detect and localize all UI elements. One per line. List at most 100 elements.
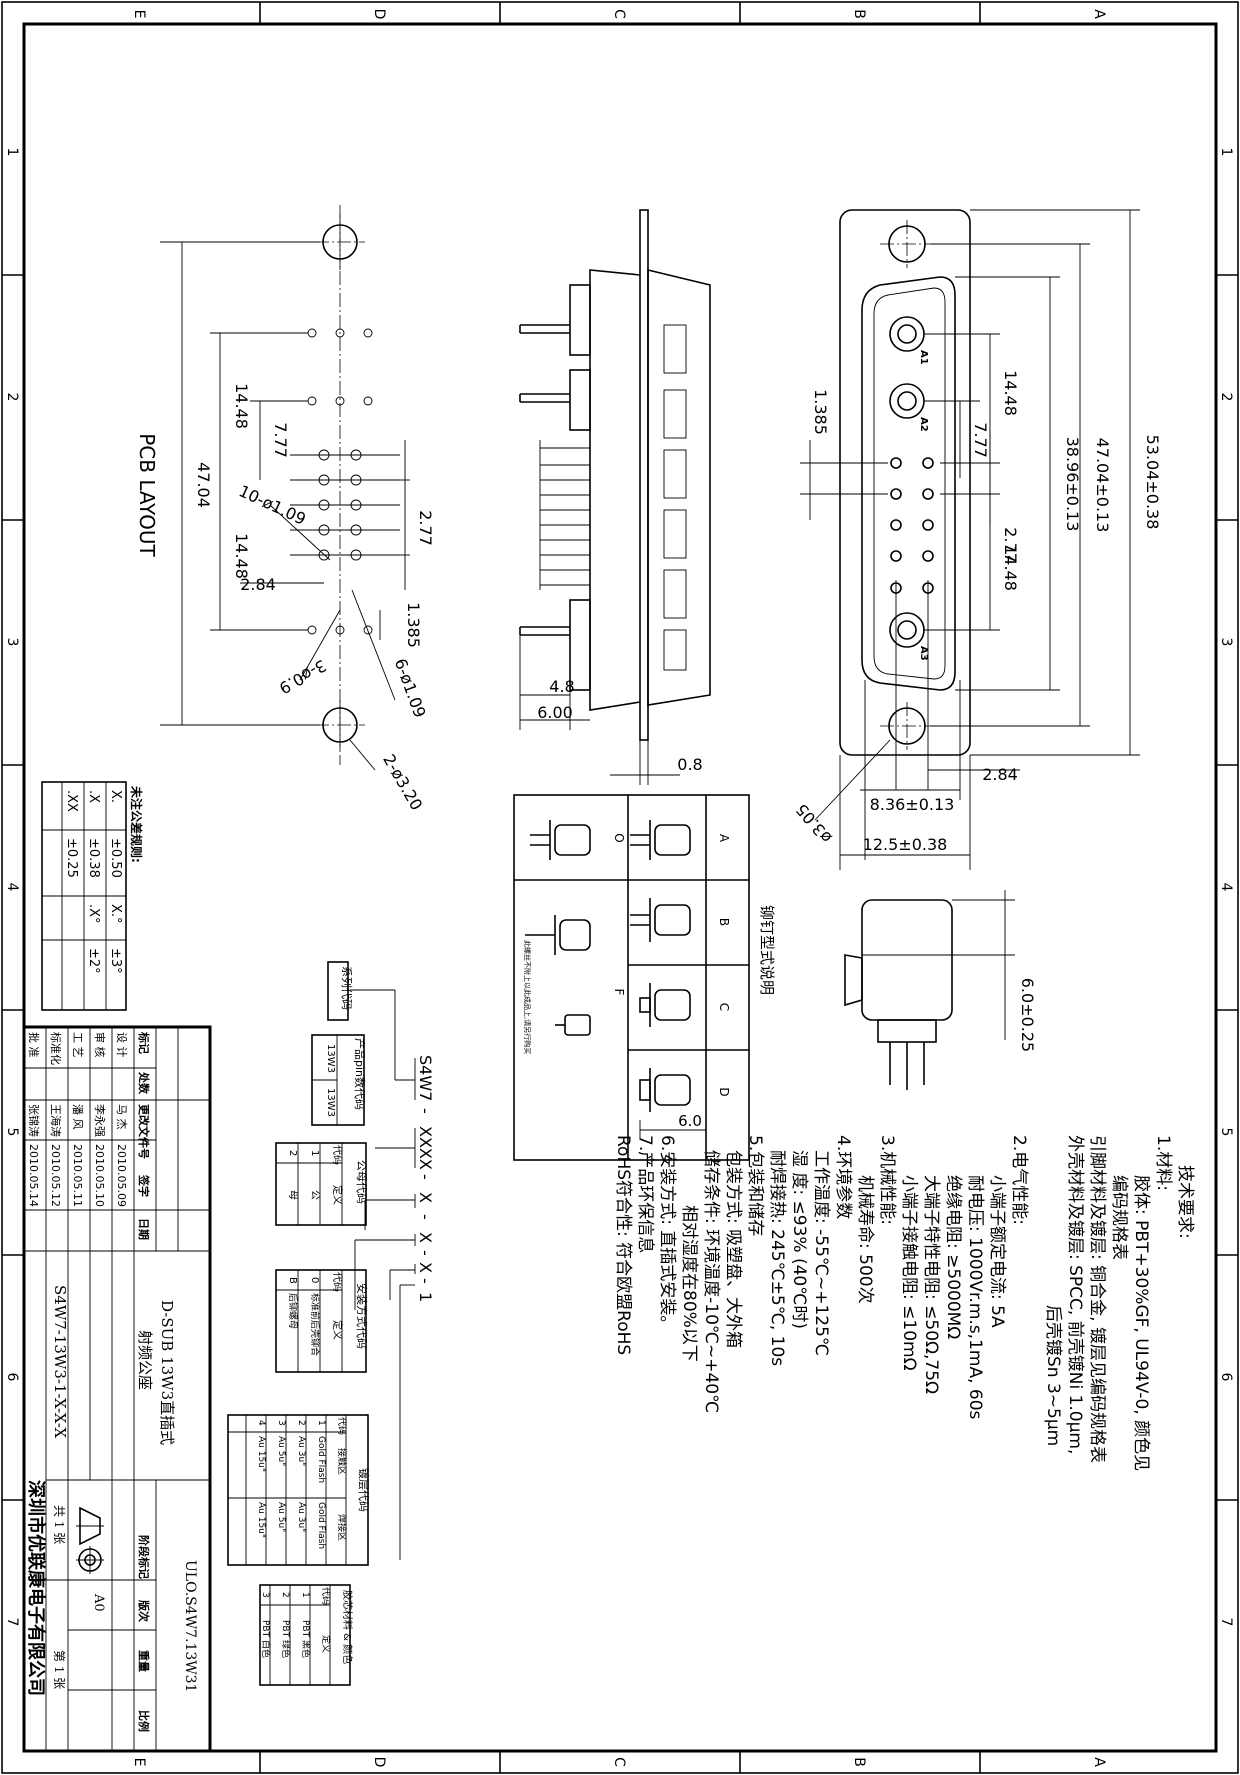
tech-line: 外壳材料及镀层: SPCC, 前壳镀Ni 1.0μm, (1065, 1135, 1085, 1454)
pin-cell: 13W3 (325, 1044, 336, 1073)
rivet-cell-label: F (612, 989, 626, 996)
model-number: S4W7-13W3-1-X-X-X (51, 1285, 69, 1438)
tech-line: 5.包装和储存 (745, 1135, 765, 1236)
tech-line: 胶体: PBT+30%GF, UL94V-0, 颜色见 (1131, 1175, 1151, 1471)
signoff-date: 2010.05.09 (115, 1144, 128, 1207)
rivet-cell-label: D (717, 1087, 731, 1096)
gender-code-table: 公母代码 代码 定义 1 公 2 母 (275, 1142, 368, 1226)
zone-letter-bottom: D (371, 1757, 387, 1768)
dim-label: 12.5±0.38 (863, 835, 948, 854)
colour-title: 胶芯材料 & 颜色 (341, 1590, 354, 1664)
zone-number-right: 4 (1218, 883, 1234, 892)
gender-title: 公母代码 (355, 1160, 368, 1204)
rivet-type-table: 铆钉型式说明 A B C D O F 此螺丝不附上以此成品上,请另行购买 6.0 (513, 794, 776, 1161)
plating-cell: Gold Flash (316, 1502, 326, 1549)
tech-line: 包装方式: 吸塑盘、大外箱 (723, 1150, 743, 1348)
dim-label: 1.385 (811, 389, 830, 435)
zone-number-left: 7 (4, 1618, 20, 1627)
series-code-box: 系列代码 (340, 966, 354, 1010)
zone-letter-top: E (131, 10, 147, 19)
dim-label: 14.48 (1001, 545, 1020, 591)
tech-line: 2.电气性能: (1009, 1135, 1029, 1225)
sheet-number: 第 1 张 (52, 1650, 66, 1689)
code-part: - (416, 1214, 435, 1220)
tech-line: 相对湿度在80%以下 (679, 1205, 699, 1362)
gender-cell: 1 (309, 1150, 320, 1156)
tech-line: 湿 度: ≤93% (40℃时) (789, 1150, 809, 1329)
tech-line: 3.机械性能: (877, 1135, 897, 1225)
signoff-name: 王海涛 (49, 1104, 63, 1137)
title-block-head: 处数 (137, 1071, 151, 1095)
rivet-cell-label: B (717, 918, 731, 926)
signoff-role: 工 艺 (71, 1032, 84, 1058)
tech-line: 大端子特性电阻: ≤50Ω,75Ω (921, 1175, 941, 1394)
colour-cell: PBT 黑色 (300, 1620, 312, 1658)
tolerance-cell: ±0.38 (86, 838, 101, 878)
colour-cell: 3 (260, 1592, 270, 1598)
rivet-cell-label: A (717, 834, 731, 843)
colour-cell: PBT 白色 (260, 1620, 272, 1658)
dim-label: 7.77 (971, 422, 990, 458)
code-scheme: S4W7 - XXXX - X - X - X - 1 系列代码 (227, 961, 435, 1686)
plating-cell: 4 (256, 1420, 266, 1426)
dim-label: 4.8 (549, 677, 574, 696)
plating-cell: Au 5u" (276, 1502, 286, 1532)
tech-line: 编码规格表 (1109, 1175, 1129, 1260)
pin-title: 产品pin数代码 (353, 1038, 367, 1110)
tech-line: 4.环境参数 (833, 1135, 853, 1219)
title-block-head: 标记 (137, 1031, 151, 1054)
gender-head: 代码 (331, 1145, 343, 1165)
rivet-cell-label: C (717, 1003, 731, 1011)
zone-number-right: 2 (1218, 393, 1234, 402)
dim-label: 3-ø0.9 (276, 656, 330, 698)
dim-label: 7.77 (271, 422, 290, 458)
tech-line: 工作温度: -55℃~+125℃ (811, 1150, 831, 1356)
title-block-head: 更改文件号 (137, 1104, 151, 1159)
dim-label: 14.48 (232, 383, 251, 429)
install-title: 安装方式代码 (355, 1283, 369, 1349)
sheets-total: 共 1 张 (52, 1505, 66, 1544)
zone-number-left: 6 (4, 1373, 20, 1382)
signoff-date: 2010.05.11 (71, 1144, 84, 1207)
tech-line: 引脚材料及镀层: 铜合金, 镀层见编码规格表 (1087, 1135, 1107, 1463)
zone-letter-bottom: B (851, 1757, 867, 1767)
code-part: - (416, 1174, 435, 1180)
dim-label: 6.0 (678, 1112, 702, 1130)
dim-label: 6.0±0.25 (1018, 978, 1037, 1052)
weight-label: 重量 (137, 1650, 151, 1672)
plating-code-table: 镀层代码 代码 接触区 焊接区 1 Gold Flash Gold Flash … (227, 1414, 371, 1566)
pcb-layout-view: PCB LAYOUT 47.04 (135, 205, 435, 814)
plating-head: 代码 (336, 1417, 347, 1435)
dim-label: 2.77 (416, 510, 435, 546)
tolerance-cell: ±0.50 (108, 838, 123, 878)
dim-label: 47.04 (194, 462, 213, 508)
colour-cell: 1 (300, 1592, 310, 1598)
dim-label: 47.04±0.13 (1093, 438, 1112, 533)
plating-title: 镀层代码 (357, 1468, 371, 1512)
dim-label: 2.84 (982, 765, 1018, 784)
signoff-role: 审 核 (93, 1032, 107, 1058)
code-part: - (416, 1108, 435, 1114)
code-part: X (416, 1232, 435, 1243)
dim-label: 14.48 (1001, 370, 1020, 416)
zone-number-right: 7 (1218, 1618, 1234, 1627)
zone-number-right: 6 (1218, 1373, 1234, 1382)
pin-cell: 13W3 (325, 1088, 336, 1117)
tolerance-cell: ±0.25 (64, 838, 79, 878)
plating-cell: 3 (276, 1420, 286, 1426)
rivet-cell-label: O (612, 833, 626, 842)
contact-label: A3 (918, 646, 929, 661)
zone-number-left: 5 (4, 1128, 20, 1137)
dim-label: ø3.05 (792, 800, 836, 847)
tech-line: 储存条件: 环境温度-10℃~+40℃ (701, 1150, 721, 1413)
tolerance-cell: X.° (108, 904, 123, 924)
pin-code-table: 产品pin数代码 13W3 13W3 (311, 1034, 367, 1126)
zone-number-left: 3 (4, 638, 20, 647)
install-head: 代码 (331, 1272, 343, 1292)
tech-line: 小端子额定电流: 5A (987, 1175, 1007, 1328)
bottom-view: 6.0±0.25 (844, 890, 1037, 1090)
dim-label: 0.8 (677, 755, 702, 774)
code-part: - (416, 1278, 435, 1284)
